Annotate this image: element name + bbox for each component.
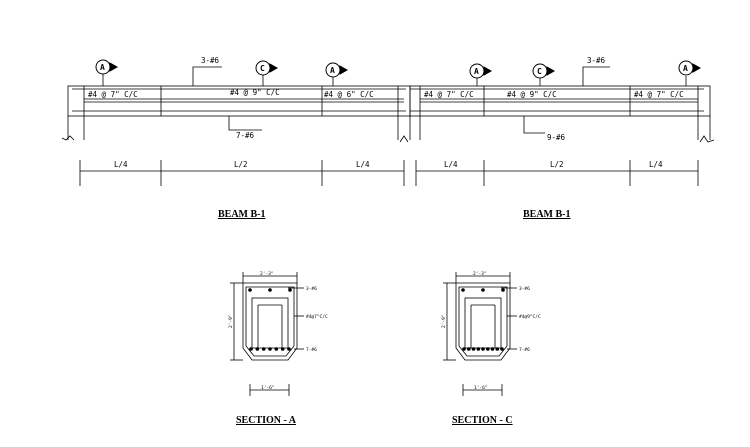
beam-1-bubble-3: A xyxy=(330,66,335,75)
section-a-top-bar-3 xyxy=(288,288,292,292)
beam-1-span-1: L/4 xyxy=(114,160,128,169)
section-c-bottom-bar-1 xyxy=(462,347,466,351)
section-a-bottom-bar-3 xyxy=(261,347,266,351)
section-c-top-bar-2 xyxy=(481,288,485,292)
beam-1-title: BEAM B-1 xyxy=(218,209,266,220)
section-c-stirrup-label: #4@9"C/C xyxy=(519,314,541,320)
section-a-top-bar-2 xyxy=(268,288,272,292)
section-a-bottom-bar-5 xyxy=(274,347,279,351)
section-c-bottom-bar-8 xyxy=(495,347,500,351)
beam-2-bottom-bar-label: 9-#6 xyxy=(547,133,566,142)
beam-2-top-bar-label: 3-#6 xyxy=(587,56,606,65)
section-c-bottom-bar-4 xyxy=(476,347,481,351)
section-a-inner-label: 1'-6" xyxy=(261,385,275,391)
section-a-bottom-bar-7 xyxy=(287,347,291,351)
beam-1-bubble-1: A xyxy=(100,63,105,72)
beam-2-bubble-2: C xyxy=(537,67,542,76)
section-c-bottom-bar-5 xyxy=(481,347,485,351)
beam-1-top-bar-label: 3-#6 xyxy=(201,56,220,65)
section-c-bottom-bar-9 xyxy=(500,347,504,351)
section-a-title: SECTION - A xyxy=(236,415,297,426)
section-c-width-label: 2'-3" xyxy=(473,271,487,277)
section-a-bottom-bar-label: 7-#6 xyxy=(306,347,317,353)
section-c-drawing xyxy=(443,272,517,396)
beam-1-span-2: L/2 xyxy=(234,160,248,169)
section-c-bottom-bar-7 xyxy=(490,347,495,351)
beam-2-span-2: L/2 xyxy=(550,160,564,169)
section-a-bottom-bar-4 xyxy=(268,347,272,351)
section-a-bottom-bar-1 xyxy=(249,347,253,351)
section-c-top-bar-1 xyxy=(461,288,465,292)
beam-1-span-3: L/4 xyxy=(356,160,370,169)
beam-2-stirrup-label-3: #4 @ 7" C/C xyxy=(634,90,684,99)
beam-2-outline xyxy=(409,85,711,117)
section-c-depth-label: 2'-9" xyxy=(441,314,447,328)
beam-1-stirrup-label-1: #4 @ 7" C/C xyxy=(88,90,138,99)
section-c-top-bar-label: 3-#6 xyxy=(519,286,530,292)
beam-1-stirrup-label-3: #4 @ 6" C/C xyxy=(324,90,374,99)
section-a-top-bar-1 xyxy=(248,288,252,292)
beam-2-bubble-1: A xyxy=(474,67,479,76)
section-a-bottom-bar-6 xyxy=(280,347,285,351)
beam-elevation-2 xyxy=(409,66,715,186)
section-a-width-label: 2'-3" xyxy=(260,271,274,277)
section-a-drawing xyxy=(230,272,304,396)
section-c-title: SECTION - C xyxy=(452,415,513,426)
section-c-bottom-bar-label: 7-#6 xyxy=(519,347,530,353)
beam-1-stirrup-label-2: #4 @ 9" C/C xyxy=(230,88,280,97)
beam-1-labels: 3-#6 7-#6 #4 @ 7" C/C #4 @ 9" C/C #4 @ 6… xyxy=(88,56,374,220)
section-a-top-bar-label: 3-#6 xyxy=(306,286,317,292)
section-c-bottom-bar-6 xyxy=(486,347,490,351)
beam-2-labels: 3-#6 9-#6 #4 @ 7" C/C #4 @ 9" C/C #4 @ 7… xyxy=(424,56,688,220)
section-c-inner-label: 1'-6" xyxy=(474,385,488,391)
beam-2-title: BEAM B-1 xyxy=(523,209,571,220)
section-a-bottom-bar-2 xyxy=(255,347,260,351)
section-a-depth-label: 2'-9" xyxy=(228,314,234,328)
beam-elevation-1 xyxy=(61,66,411,186)
section-c-labels: 2'-3" 2'-9" 1'-6" 3-#6 #4@9"C/C 7-#6 SEC… xyxy=(441,271,541,426)
beam-1-bubble-2: C xyxy=(260,64,265,73)
beam-2-stirrup-label-2: #4 @ 9" C/C xyxy=(507,90,557,99)
section-c-top-bar-3 xyxy=(501,288,505,292)
section-c-bottom-bar-3 xyxy=(471,347,476,351)
beam-2-span-1: L/4 xyxy=(444,160,458,169)
section-markers xyxy=(95,59,702,79)
beam-1-bottom-bar-label: 7-#6 xyxy=(236,131,255,140)
section-a-stirrup-label: #4@7"C/C xyxy=(306,314,328,320)
beam-2-stirrup-label-1: #4 @ 7" C/C xyxy=(424,90,474,99)
section-a-labels: 2'-3" 2'-9" 1'-6" 3-#6 #4@7"C/C 7-#6 SEC… xyxy=(228,271,328,426)
section-c-bottom-bar-2 xyxy=(467,347,471,351)
beam-2-bubble-3: A xyxy=(683,64,688,73)
beam-2-span-3: L/4 xyxy=(649,160,663,169)
